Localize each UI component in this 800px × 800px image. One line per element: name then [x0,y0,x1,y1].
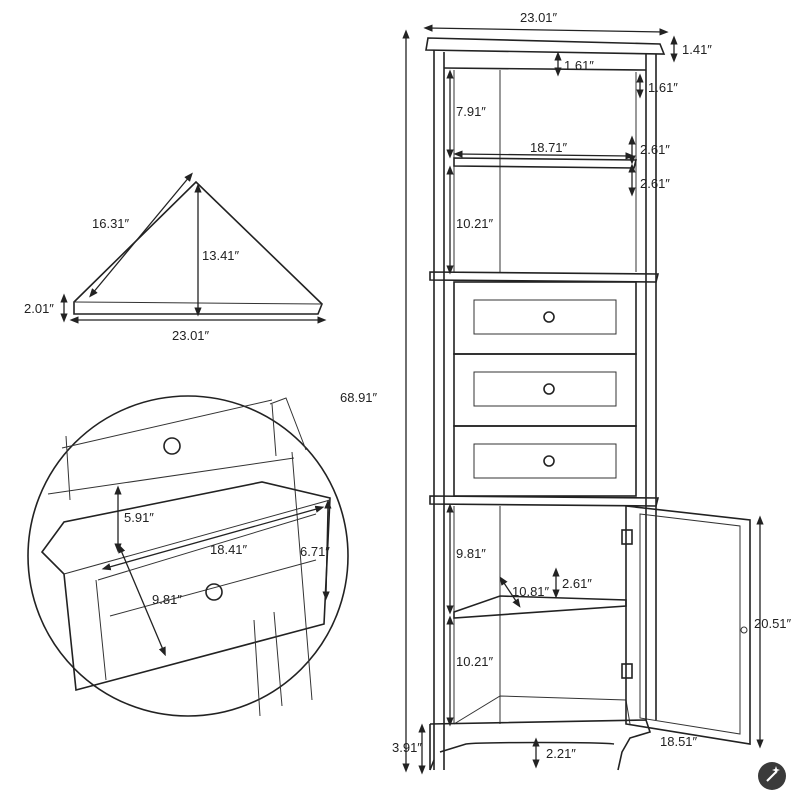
middle-divider [429,271,660,283]
drawer-knob-1 [543,311,555,323]
top-view-thickness-label: 2.01″ [24,301,54,316]
lower-divider [429,495,660,507]
drawer-knob-3 [543,455,555,467]
detail-drawer-knob [205,583,223,601]
base-kick [429,719,652,771]
top-view-depth-label: 13.41″ [202,248,240,263]
overall-height-label: 68.91″ [340,390,378,405]
drawer-stack [453,281,637,497]
detail-upper-knob [163,437,181,455]
crown-molding [425,37,666,55]
lower-upper-height-label: 9.81″ [456,546,486,561]
cabinet-door [625,505,751,745]
drawer-2 [453,353,637,427]
hinge-bottom [621,663,633,679]
detail-drawer-length-label: 9.81″ [152,592,182,607]
crown-height-label: 1.41″ [682,42,712,57]
top-rail-label: 1.61″ [564,58,594,73]
door-width-label: 18.51″ [660,734,698,749]
upper-shelf [453,157,638,169]
top-compartment-height-label: 7.91″ [456,104,486,119]
drawer-3 [453,425,637,497]
detail-inner-depth-label: 5.91″ [124,510,154,525]
top-view-side-label: 16.31″ [92,216,130,231]
upper-compartment-height-label: 10.21″ [456,216,494,231]
base-height-label: 3.91″ [392,740,422,755]
detail-pulled-drawer [40,481,331,692]
drawer-1 [453,281,637,355]
hinge-top [621,529,633,545]
lower-bottom-height-label: 10.21″ [456,654,494,669]
lower-shelf-depth-label: 10.81″ [512,584,550,599]
shelf-thickness-top-label: 2.61″ [640,142,670,157]
detail-drawer-width-label: 18.41″ [210,542,248,557]
sparkle-icon [758,762,786,790]
overall-width-label: 23.01″ [520,10,558,25]
lower-shelf [453,595,627,619]
shelf-thickness-bottom-label: 2.61″ [640,176,670,191]
top-view-width-label: 23.01″ [172,328,210,343]
shelf-width-label: 18.71″ [530,140,568,155]
detail-drawer-height-label: 6.71″ [300,544,330,559]
door-height-label: 20.51″ [754,616,792,631]
kick-height-label: 2.21″ [546,746,576,761]
corner-cabinet-front-view [425,37,751,771]
lower-shelf-thickness-label: 2.61″ [562,576,592,591]
side-rail-label: 1.61″ [648,80,678,95]
drawer-knob-2 [543,383,555,395]
